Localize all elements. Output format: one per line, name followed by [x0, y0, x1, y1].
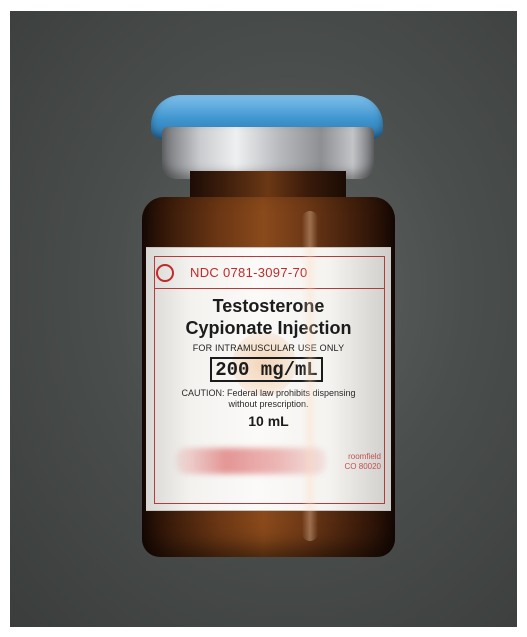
- label-border: [154, 256, 385, 504]
- drug-name-line1: Testosterone: [212, 296, 325, 316]
- glass-highlight: [302, 211, 318, 541]
- vial-photo: NDC 0781-3097-70 Testosterone Cypionate …: [10, 11, 517, 627]
- route-text: FOR INTRAMUSCULAR USE ONLY: [192, 343, 345, 353]
- strength-text: 200 mg/mL: [215, 358, 318, 381]
- caution-line2: without prescription.: [228, 399, 309, 409]
- drug-name-line2: Cypionate Injection: [185, 318, 352, 338]
- label-divider: [154, 288, 385, 289]
- location-line1: roomfield: [348, 452, 381, 461]
- manufacturer-logo-icon: [156, 264, 174, 282]
- aluminum-crimp-seal: [162, 127, 374, 179]
- label-watermark: [232, 332, 296, 396]
- caution-text: CAUTION: Federal law prohibits dispensin…: [152, 388, 385, 410]
- strength-box: 200 mg/mL: [210, 357, 323, 382]
- blurred-brand-logo: [176, 448, 326, 474]
- manufacturer-location: roomfield CO 80020: [345, 452, 381, 472]
- caution-line1: CAUTION: Federal law prohibits dispensin…: [181, 388, 356, 398]
- ndc-code: NDC 0781-3097-70: [190, 265, 308, 280]
- location-line2: CO 80020: [344, 462, 381, 471]
- vial-label: NDC 0781-3097-70 Testosterone Cypionate …: [146, 247, 391, 511]
- volume-text: 10 mL: [248, 413, 289, 429]
